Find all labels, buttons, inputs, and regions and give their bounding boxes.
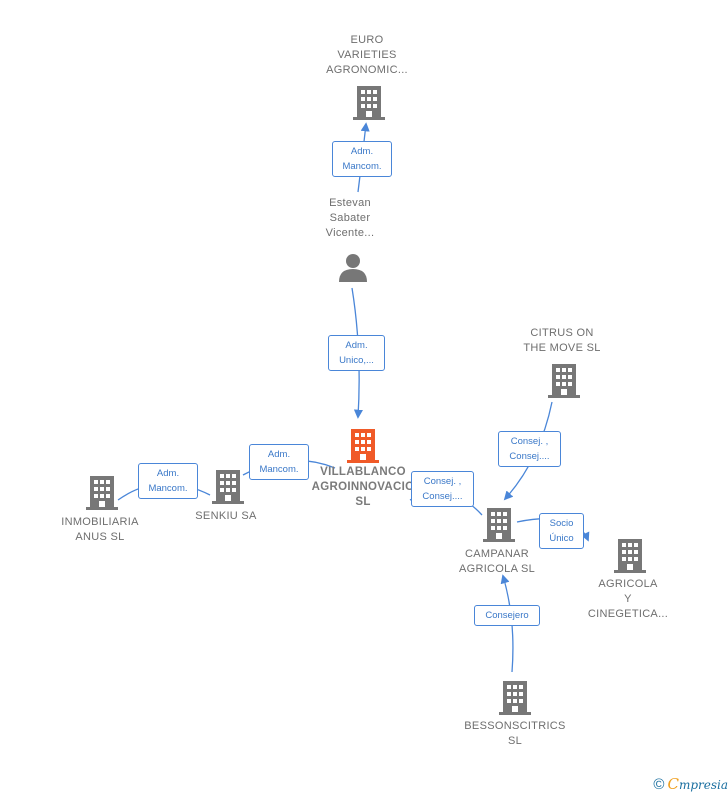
brand-logo-letter: C xyxy=(667,775,679,793)
node-label-citrus: CITRUS ON THE MOVE SL xyxy=(523,327,601,354)
node-label-inmobiliaria: INMOBILIARIA ANUS SL xyxy=(61,516,139,543)
edge-label-campanar-agricola[interactable]: Socio Único xyxy=(539,513,584,549)
edge-label-estevan-euro[interactable]: Adm. Mancom. xyxy=(332,141,392,177)
building-icon[interactable] xyxy=(483,506,515,542)
edge-label-citrus-campanar[interactable]: Consej. , Consej.... xyxy=(498,431,561,467)
edge-label-villablanco-campanar[interactable]: Consej. , Consej.... xyxy=(411,471,474,507)
node-label-senkiu: SENKIU SA xyxy=(195,510,257,522)
building-icon[interactable] xyxy=(212,468,244,504)
node-label-euro: EURO VARIETIES AGRONOMIC... xyxy=(326,34,408,76)
building-icon[interactable] xyxy=(499,679,531,715)
building-icon[interactable] xyxy=(353,84,385,120)
building-icon[interactable] xyxy=(548,362,580,398)
person-icon[interactable] xyxy=(338,252,368,282)
node-label-bessons: BESSONSCITRICS SL xyxy=(464,720,566,747)
building-icon-focus[interactable] xyxy=(347,427,379,463)
node-label-villablanco: VILLABLANCO AGROINNOVACIO SL xyxy=(311,466,415,508)
node-label-agricola: AGRICOLA Y CINEGETICA... xyxy=(587,578,669,620)
copyright-symbol: © xyxy=(653,776,665,793)
edge-label-inmobiliaria-senkiu[interactable]: Adm. Mancom. xyxy=(138,463,198,499)
building-icon[interactable] xyxy=(614,537,646,573)
node-label-campanar: CAMPANAR AGRICOLA SL xyxy=(458,548,536,575)
edge-label-senkiu-villablanco[interactable]: Adm. Mancom. xyxy=(249,444,309,480)
edge-label-estevan-villablanco[interactable]: Adm. Unico,... xyxy=(328,335,385,371)
building-icon[interactable] xyxy=(86,474,118,510)
edge-label-bessons-campanar[interactable]: Consejero xyxy=(474,605,540,626)
brand-footer: ©Cmpresia xyxy=(653,775,728,793)
node-label-estevan: Estevan Sabater Vicente... xyxy=(325,197,375,239)
brand-logo-text: mpresia xyxy=(678,778,728,792)
